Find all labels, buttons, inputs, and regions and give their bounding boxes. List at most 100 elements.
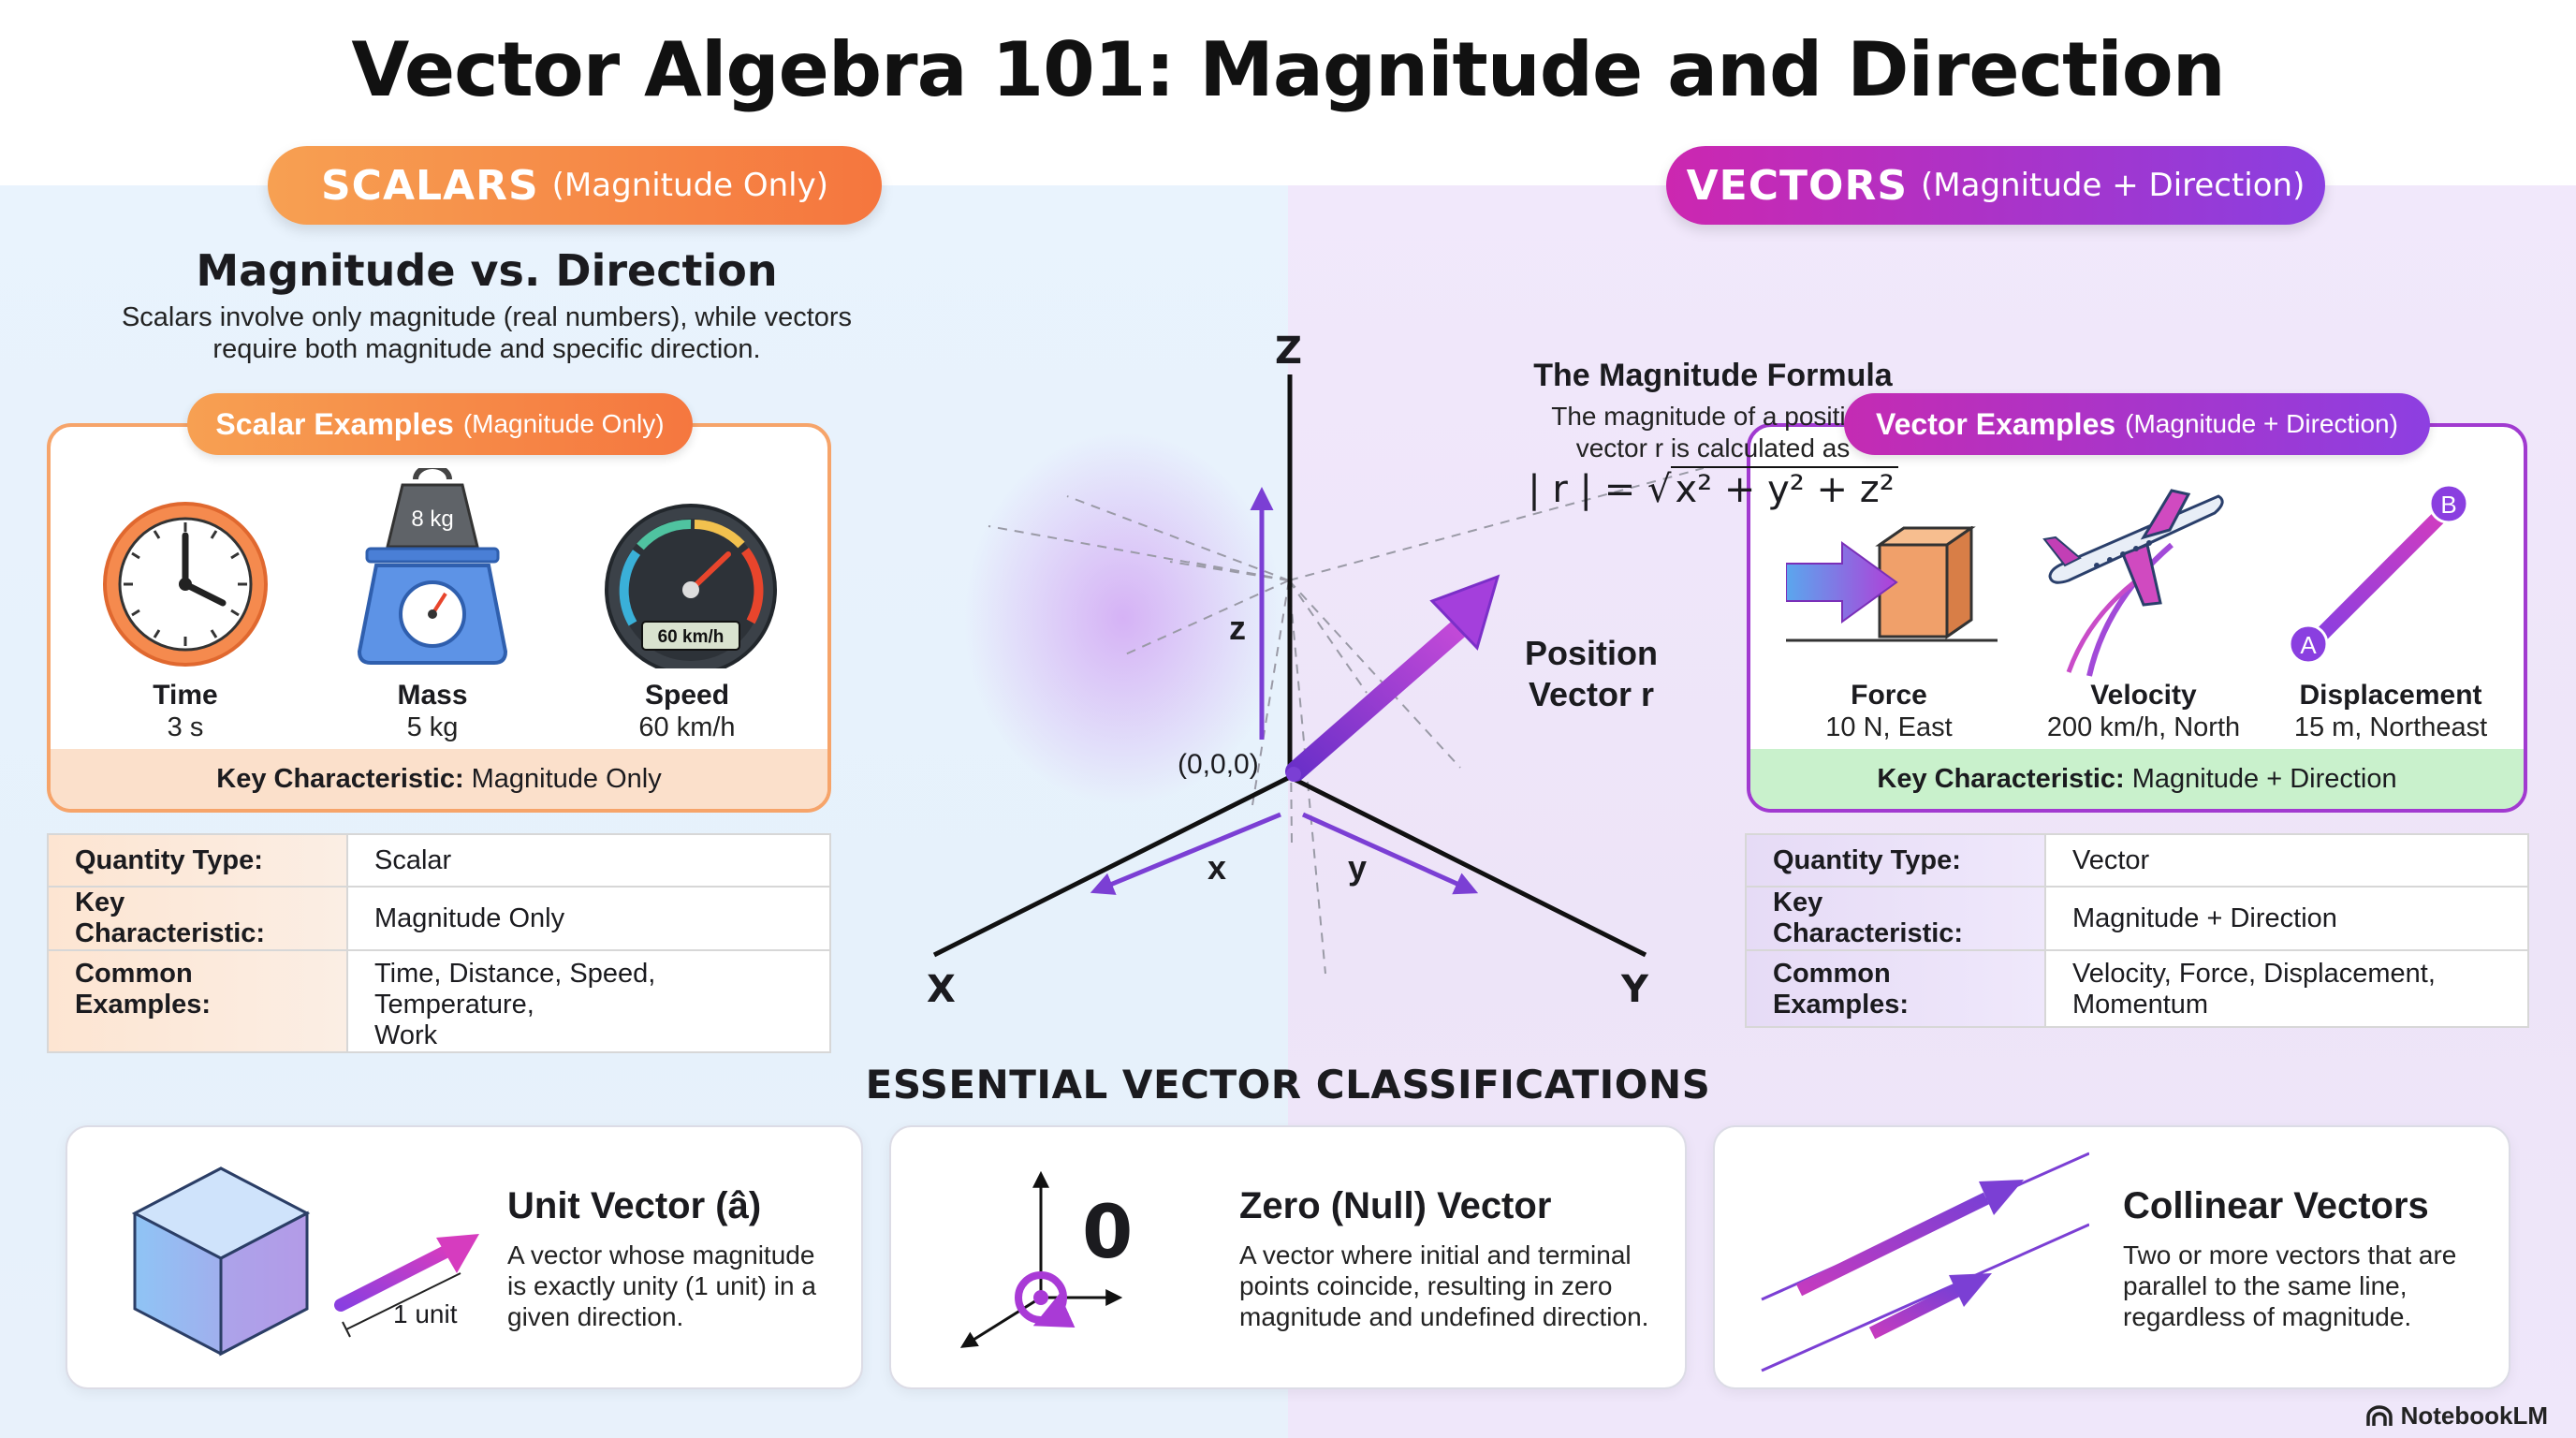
table-row: Quantity Type: Vector [1745,833,2529,888]
origin-label: (0,0,0) [1178,749,1259,780]
table-value: Time, Distance, Speed, Temperature, Work [346,949,831,1053]
table-key: Quantity Type: [47,833,348,888]
speedometer-readout: 60 km/h [658,627,724,647]
key-value: Magnitude Only [471,763,662,794]
axis-label-z: Z [1275,330,1303,373]
axis-label-x: X [927,968,956,1011]
table-row: Key Characteristic: Magnitude + Directio… [1745,886,2529,951]
card-description: A vector whose magnitude is exactly unit… [507,1240,816,1332]
point-a-label: A [2300,631,2317,659]
scalar-tag-sub: (Magnitude Only) [462,409,665,438]
classifications-heading: ESSENTIAL VECTOR CLASSIFICATIONS [865,1062,1711,1108]
displacement-icon: A B [2288,483,2469,665]
table-value-line: Work [374,1020,438,1050]
key-value: Magnitude + Direction [2131,763,2397,794]
desc-line: A vector whose magnitude [507,1240,815,1269]
desc-line: given direction. [507,1302,684,1331]
table-row: Common Examples: Velocity, Force, Displa… [1745,949,2529,1028]
table-value: Magnitude + Direction [2044,886,2529,951]
table-key: Quantity Type: [1745,833,2046,888]
example-mass: Mass 5 kg [311,680,554,743]
example-value: 5 kg [406,712,459,742]
formula-radicand: x² + y² + z² [1671,466,1898,511]
table-row: Quantity Type: Scalar [47,833,831,888]
unit-arrow-icon [334,1234,479,1338]
card-description: A vector where initial and terminal poin… [1239,1240,1648,1332]
position-vector-arrow [1285,574,1500,782]
scalar-key-characteristic: Key Characteristic: Magnitude Only [51,749,827,809]
mvd-line-1: Scalars involve only magnitude (real num… [121,302,853,332]
clock-icon [103,502,268,667]
desc-line: is exactly unity (1 unit) in a [507,1271,816,1300]
scalar-tag-main: Scalar Examples [215,406,454,441]
example-time: Time 3 s [64,680,307,743]
table-key: Common Examples: [1745,949,2046,1028]
zero-vector-card: 0 Zero (Null) Vector A vector where init… [889,1125,1687,1389]
example-value: 200 km/h, North [2046,712,2241,742]
vector-tag-main: Vector Examples [1876,406,2116,441]
key-label: Key Characteristic: [216,763,464,794]
dashed-guides [988,467,1704,975]
axis-label-y: Y [1621,968,1648,1011]
example-speed: Speed 60 km/h [565,680,809,743]
point-b-label: B [2440,491,2456,519]
scalar-info-table: Quantity Type: Scalar Key Characteristic… [47,833,831,1053]
example-value: 15 m, Northeast [2293,712,2488,742]
table-row: Key Characteristic: Magnitude Only [47,886,831,951]
example-label: Speed [644,680,730,711]
zero-symbol: 0 [1082,1191,1134,1275]
desc-line: parallel to the same line, [2123,1271,2408,1300]
example-label: Mass [397,680,468,711]
example-label: Time [153,680,218,711]
3d-axes-diagram [932,374,1704,975]
scalars-pill: SCALARS (Magnitude Only) [268,146,882,225]
unit-vector-card: 1 unit Unit Vector (â) A vector whose ma… [66,1125,863,1389]
key-label: Key Characteristic: [1877,763,2125,794]
example-value: 3 s [167,712,204,742]
cube-icon [131,1167,311,1357]
sqrt-symbol: √ [1647,468,1672,511]
table-value: Scalar [346,833,831,888]
vectors-pill: VECTORS (Magnitude + Direction) [1666,146,2325,225]
card-title: Unit Vector (â) [507,1185,762,1226]
desc-line: A vector where initial and terminal [1239,1240,1632,1269]
vector-info-table: Quantity Type: Vector Key Characteristic… [1745,833,2529,1028]
position-vector-line-2: Vector r [1528,675,1655,713]
weight-label: 8 kg [411,506,453,532]
vector-examples-tag: Vector Examples (Magnitude + Direction) [1844,393,2430,455]
example-velocity: Velocity 200 km/h, North [2022,680,2265,743]
component-label-x: x [1208,848,1227,887]
table-value: Magnitude Only [346,886,831,951]
component-label-z: z [1229,609,1246,647]
magnitude-vs-direction-text: Scalars involve only magnitude (real num… [103,301,871,365]
formula-line-2: vector r is calculated as [1575,433,1851,462]
desc-line: points coincide, resulting in zero [1239,1271,1613,1300]
desc-line: Two or more vectors that are [2123,1240,2457,1269]
scalars-pill-main: SCALARS [320,161,539,210]
position-vector-line-1: Position [1525,634,1658,672]
example-label: Velocity [2090,680,2197,711]
speedometer-icon: 60 km/h [605,504,777,668]
example-label: Displacement [2299,680,2482,711]
scalars-pill-sub: (Magnitude Only) [551,167,829,204]
table-key: Key Characteristic: [1745,886,2046,951]
desc-line: regardless of magnitude. [2123,1302,2412,1331]
card-title: Collinear Vectors [2123,1185,2429,1226]
airplane-icon [2042,489,2224,677]
notebooklm-brand: NotebookLM [2365,1401,2548,1431]
scale-icon: 8 kg [357,468,508,665]
table-key: Common Examples: [47,949,348,1053]
force-box-icon [1786,526,1998,642]
card-title: Zero (Null) Vector [1239,1185,1552,1226]
x-component-arrow [1090,812,1281,895]
mvd-line-2: require both magnitude and specific dire… [212,334,761,364]
collinear-vectors-icon [1761,1152,2089,1372]
vector-glow [964,431,1282,805]
magnitude-formula: | r | = √x² + y² + z² [1376,466,2050,511]
example-value: 60 km/h [638,712,736,742]
vectors-pill-sub: (Magnitude + Direction) [1921,167,2305,204]
vector-key-characteristic: Key Characteristic: Magnitude + Directio… [1750,749,2524,809]
example-value: 10 N, East [1825,712,1953,742]
table-key: Key Characteristic: [47,886,348,951]
formula-description: The magnitude of a position vector r is … [1339,401,2087,464]
